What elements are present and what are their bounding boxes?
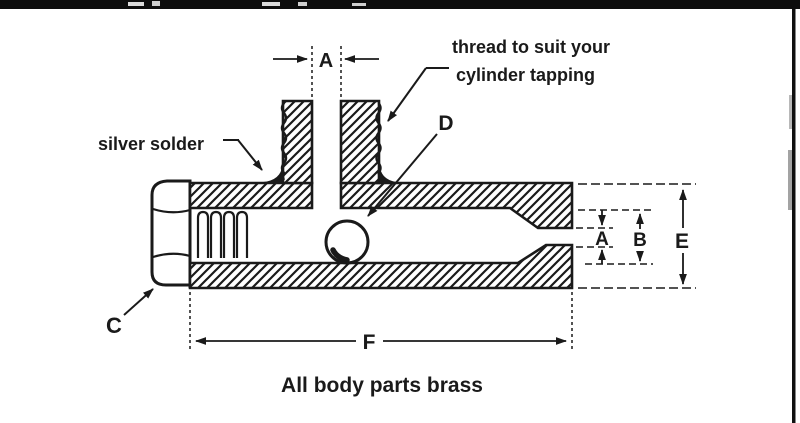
thread-note-leader-line [387,67,427,122]
dim-f-label: F [363,331,376,354]
internal-thread [196,210,249,258]
solder-fillet-right [378,164,399,184]
part-c-label: C [106,313,122,338]
hex-plug-facet-line [152,207,191,214]
silver-solder-callout: silver solder [98,134,263,171]
thread-note-line1: thread to suit your [452,37,610,57]
dimension-main-bore: B [578,209,653,265]
part-d-label: D [438,112,453,135]
dimension-body-length: F [189,292,573,354]
silver-solder-leader-line [237,139,263,171]
dim-b-label: B [633,230,647,251]
ball-shading [330,247,350,263]
body-section-walls [188,181,574,290]
body-top-wall-right [339,181,574,230]
part-c-callout: C [106,288,154,338]
thread-note-line2: cylinder tapping [456,65,595,85]
part-c-leader-line [123,288,154,316]
dim-e-label: E [675,230,689,253]
silver-solder-label: silver solder [98,134,204,154]
hex-plug [150,179,192,287]
solder-fillet-left [261,164,284,184]
part-d-callout: D [367,112,454,217]
dimension-outlet-bore: A [576,210,613,264]
inlet-stub [261,99,399,185]
footer-note: All body parts brass [281,374,483,397]
page-border-right [788,9,796,423]
scan-artifact-top-bar [0,0,800,9]
ball-check-ball [324,219,370,265]
dim-a-top-label: A [319,50,333,72]
dim-a-right-label: A [595,229,609,250]
part-d-leader-line [367,133,438,217]
thread-note-callout: thread to suit your cylinder tapping [387,37,610,122]
dimension-body-height: E [578,183,696,289]
body-top-wall-left [188,181,314,210]
inlet-stub-right-wall [339,99,381,185]
hex-plug-facet-line [152,252,191,259]
body-bottom-wall [188,243,574,290]
dimension-stub-bore: A [273,46,379,99]
inlet-stub-left-wall [281,99,314,185]
